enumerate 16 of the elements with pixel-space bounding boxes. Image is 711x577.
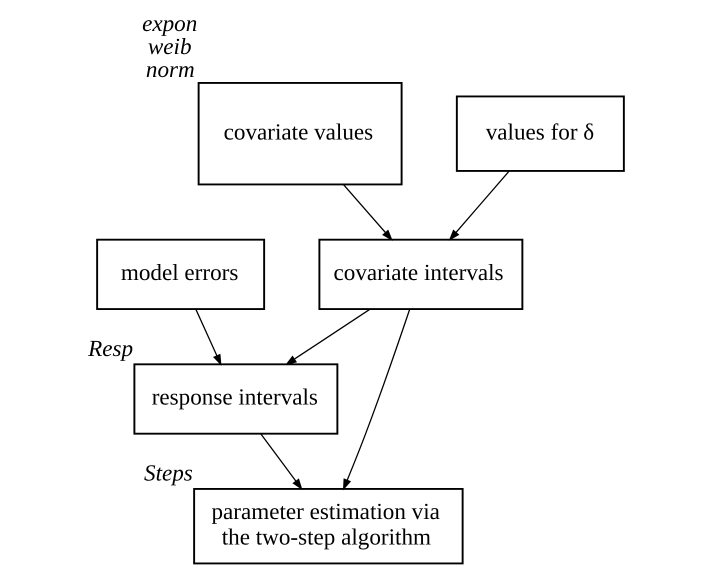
node-label: norm	[145, 57, 194, 84]
node-box: response intervals	[132, 363, 338, 435]
arrow	[194, 309, 221, 366]
node-box: values for δ	[455, 95, 624, 172]
node-box: parameter estimation via the two-step algorithm	[192, 488, 464, 564]
arrow	[284, 308, 370, 366]
arrow	[448, 170, 509, 241]
node-box: covariate intervals	[318, 238, 523, 310]
arrow	[342, 184, 392, 241]
node-box: model errors	[96, 238, 265, 310]
node-label: Steps	[144, 460, 192, 486]
arrow	[342, 308, 410, 490]
node-label: expon	[142, 10, 197, 37]
arrow	[260, 434, 302, 490]
node-box: covariate values	[197, 82, 402, 186]
node-label: Resp	[88, 336, 133, 362]
